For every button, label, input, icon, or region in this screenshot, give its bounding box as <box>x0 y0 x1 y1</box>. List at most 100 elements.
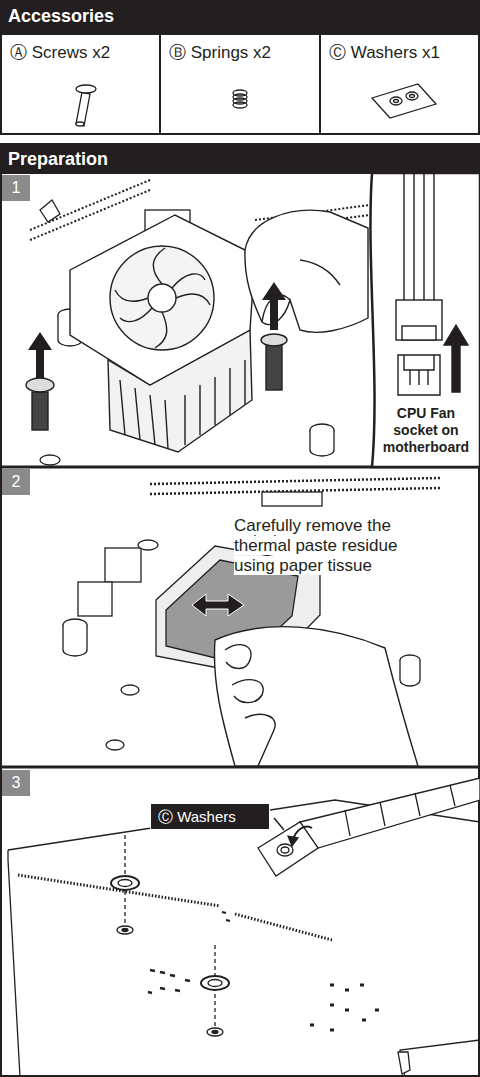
node-text: Ⓒ Washers x1 <box>329 41 470 64</box>
motherboard-step3-part <box>117 926 133 934</box>
motherboard-step1-part <box>40 455 60 465</box>
motherboard-step3-part <box>212 1031 218 1034</box>
tissue-and-hand-part <box>214 627 418 766</box>
push-pins <box>26 334 287 430</box>
cpu-cooler-part <box>115 248 210 348</box>
washer-peel-part <box>288 836 298 846</box>
fan-connector-inset-part <box>444 325 468 392</box>
fan-connector-inset-part <box>396 300 442 340</box>
washer-sheet-drawing <box>372 84 436 118</box>
cpu-cooler-part <box>110 246 214 350</box>
washer-peel-part <box>274 818 284 830</box>
panel-frames-part <box>1 173 479 1076</box>
motherboard-step1-part <box>40 200 60 222</box>
push-pins-part <box>32 392 48 430</box>
fan-connector-inset-part <box>410 370 428 385</box>
motherboard-step3 <box>8 800 480 1077</box>
cpu-cooler-part <box>70 215 255 385</box>
node-text: Ⓒ Washers <box>158 808 262 827</box>
motherboard-step3-part <box>118 880 132 887</box>
motherboard-step3-part <box>398 1052 410 1074</box>
motherboard-step3-part <box>148 970 190 993</box>
motherboard-step1-part <box>310 430 334 456</box>
motherboard-step2-part <box>105 548 141 582</box>
instruction-note: Carefully remove the thermal paste resid… <box>234 516 397 575</box>
motherboard-step3-part <box>222 912 230 921</box>
motherboard-step2-part <box>106 740 124 750</box>
double-arrow-part <box>192 594 244 616</box>
motherboard-step3-part <box>18 875 332 940</box>
spring-drawing <box>233 90 247 108</box>
node-text: Preparation <box>8 149 472 170</box>
connector-label-box: CPU Fan socket on motherboard <box>378 405 474 456</box>
screw-drawing-part <box>76 92 90 126</box>
node-text: Ⓐ Screws x2 <box>10 41 151 64</box>
node-text: 1 <box>2 179 30 197</box>
fan-connector-inset-part <box>398 355 440 395</box>
up-arrows <box>28 282 286 378</box>
panel-frames <box>0 173 480 1076</box>
accessory-cell: Ⓒ Washers x1 <box>319 33 480 135</box>
washer-sheet-drawing-part <box>406 92 418 100</box>
washer-peel-part <box>258 822 318 876</box>
connector-label: CPU Fan socket on motherboard <box>383 405 469 455</box>
washer-sheet-drawing-part <box>390 97 402 105</box>
hand-step1 <box>245 210 368 332</box>
fan-connector-inset-part <box>370 173 480 467</box>
motherboard-step3-part <box>310 985 379 1030</box>
washer-sheet-drawing-part <box>394 100 399 103</box>
motherboard-step2-part <box>400 660 420 686</box>
tissue-and-hand-part <box>225 645 275 766</box>
node-text: 3 <box>2 774 30 792</box>
screw-drawing <box>76 85 96 126</box>
node-text: 2 <box>2 473 30 491</box>
step-number: 2 <box>2 469 30 495</box>
accessory-cell: Ⓑ Springs x2 <box>159 33 321 135</box>
hand-step1-part <box>245 210 368 332</box>
washer-peel-part <box>345 785 455 836</box>
motherboard-step2-part <box>63 625 87 656</box>
motherboard-step3-part <box>111 876 139 890</box>
spring-drawing-part <box>233 102 247 108</box>
motherboard-step1 <box>30 180 370 465</box>
node-text: Ⓑ Springs x2 <box>169 41 311 64</box>
fan-connector-inset-part <box>402 326 436 340</box>
push-pins-part <box>266 345 282 390</box>
washer-sheet-drawing-part <box>372 84 436 118</box>
motherboard-step2-part <box>138 540 158 550</box>
screw-drawing-part <box>76 85 96 93</box>
washer-sheet-drawing-part <box>410 95 415 98</box>
header-band: Accessories <box>0 0 480 33</box>
washer-peel-part <box>281 847 289 853</box>
push-pins-part <box>261 334 287 346</box>
accessory-cell: Ⓐ Screws x2 <box>0 33 161 135</box>
motherboard-step3-part <box>122 929 128 932</box>
washer-peel-part <box>300 778 480 848</box>
screw-drawing-part <box>76 122 84 126</box>
washer-peel-part <box>277 844 293 856</box>
motherboard-step2-part <box>262 492 322 506</box>
motherboard-step3-part <box>400 1040 480 1077</box>
double-arrow <box>192 594 244 616</box>
washer-peel <box>258 778 480 876</box>
push-pins-part <box>26 378 54 392</box>
tissue-and-hand <box>214 627 418 766</box>
step-number: 1 <box>2 175 30 201</box>
motherboard-step3-part <box>208 980 222 987</box>
header-band: Preparation <box>0 143 480 173</box>
motherboard-step1-part <box>30 180 150 240</box>
up-arrows-part <box>262 282 286 330</box>
motherboard-step3-part <box>201 976 229 990</box>
step-number: 3 <box>2 770 30 796</box>
cpu-cooler <box>70 215 255 452</box>
motherboard-step3-part <box>207 1028 223 1036</box>
fan-connector-inset <box>370 173 480 467</box>
fan-connector-inset-part <box>404 173 434 300</box>
node-text: Accessories <box>8 6 472 27</box>
instruction-note-box: Carefully remove the thermal paste resid… <box>234 516 426 576</box>
up-arrows-part <box>28 332 52 378</box>
motherboard-step2-part <box>121 685 139 695</box>
motherboard-step2-part <box>78 582 112 616</box>
cpu-cooler-part <box>148 284 176 312</box>
